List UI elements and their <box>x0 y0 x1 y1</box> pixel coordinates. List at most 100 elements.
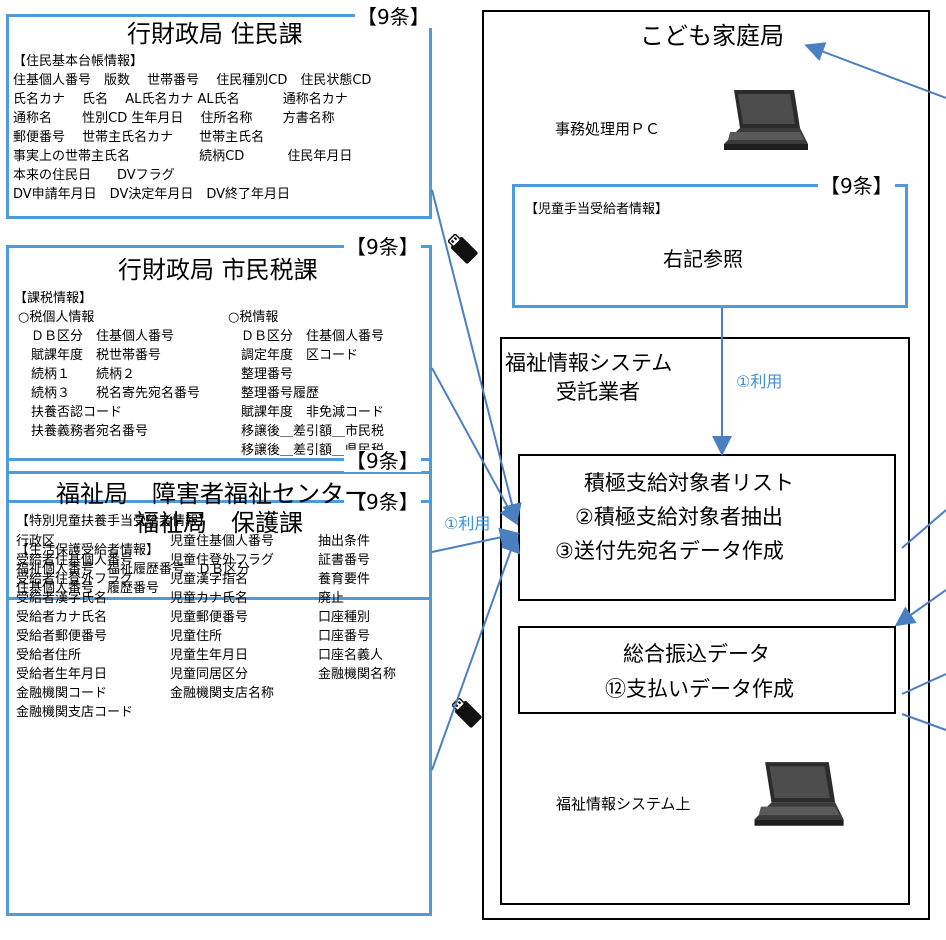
field-line: 扶養否認コード <box>18 405 123 420</box>
kodomo-bureau-title: こども家庭局 <box>640 22 784 50</box>
field-line: ＤＢ区分 住基個人番号 <box>228 329 385 344</box>
article-tag: 【9条】 <box>355 5 432 29</box>
field-line: 口座番号 <box>318 629 371 644</box>
field-line: 扶養義務者宛名番号 <box>18 424 149 439</box>
arrow-transfer-to-right-2 <box>901 713 946 731</box>
disability-center-title: 福祉局 障害者福祉センター <box>56 480 368 508</box>
welfare-system-title-line1: 福祉情報システム <box>505 351 673 375</box>
field-line: 本来の住民日 DVフラグ <box>13 168 175 183</box>
field-line: 通称名 性別CD 生年月日 住所名称 方書名称 <box>13 111 335 126</box>
field-line: 児童生年月日 <box>170 648 249 663</box>
field-line: 氏名カナ 氏名 AL氏名カナ AL氏名 通称名カナ <box>13 92 348 107</box>
disability-section-heading: 【特別児童扶養手当受給者情報】 <box>16 514 212 529</box>
welfare-division-title: 福祉局 保護課 <box>135 509 303 537</box>
field-line: 児童住基個人番号 <box>170 534 275 549</box>
field-line: 抽出条件 <box>318 534 371 549</box>
welfare-fields: 福祉個人番号 福祉履歴番号 ＤＢ区分 住基個人番号 履歴番号 <box>16 560 250 598</box>
resident-fields: 住基個人番号 版数 世帯番号 住民種別CD 住民状態CD 氏名カナ 氏名 AL氏… <box>13 71 371 204</box>
transfer-data-title: 総合振込データ <box>623 642 770 666</box>
active-payment-list-box <box>518 454 896 601</box>
field-line: 児童住所 <box>170 629 223 644</box>
field-line: 証書番号 <box>318 553 371 568</box>
arrow-list-to-right <box>901 509 946 549</box>
field-line: 続柄３ 税名寄先宛名番号 <box>18 386 201 401</box>
laptop-icon <box>750 760 846 834</box>
field-line: 賦課年度 税世帯番号 <box>18 348 162 363</box>
tax-division-box <box>6 245 432 474</box>
arrow-right-to-kodomo <box>804 42 946 99</box>
field-line: 続柄１ 続柄２ <box>18 367 136 382</box>
field-line: 事実上の世帯主氏名 続柄CD 住民年月日 <box>13 149 353 164</box>
child-allowance-box <box>512 184 908 308</box>
field-line: 受給者生年月日 <box>16 667 108 682</box>
resident-division-box <box>6 14 432 219</box>
field-line: 行政区 <box>16 534 56 549</box>
kodomo-bureau-outer <box>482 10 930 920</box>
article-tag: 【9条】 <box>344 449 421 473</box>
child-allowance-body: 右記参照 <box>663 247 743 271</box>
field-line: 住基個人番号 版数 世帯番号 住民種別CD 住民状態CD <box>13 73 372 88</box>
resident-section-heading: 【住民基本台帳情報】 <box>13 54 144 69</box>
usage-label: ①利用 <box>444 514 491 533</box>
field-line: 廃止 <box>318 591 345 606</box>
arrow-tax-to-system <box>431 367 518 526</box>
field-line: 郵便番号 世帯主氏名カナ 世帯主氏名 <box>13 130 265 145</box>
field-line: 児童カナ氏名 <box>170 591 249 606</box>
tax-division-title: 行財政局 市民税課 <box>118 256 318 284</box>
field-line: 口座種別 <box>318 610 371 625</box>
usage-label: ①利用 <box>736 372 783 391</box>
transfer-data-step: ⑫支払いデータ作成 <box>605 677 794 701</box>
transfer-data-box <box>518 626 896 714</box>
field-line: 整理番号履歴 <box>228 386 320 401</box>
disability-welfare-center-frame-box-visible <box>6 458 432 916</box>
field-line: 金融機関名称 <box>318 667 397 682</box>
arrow-resident-to-system <box>431 189 522 524</box>
field-line: 金融機関支店名称 <box>170 686 275 701</box>
welfare-system-title-line2: 受託業者 <box>556 380 640 404</box>
field-line: 受給者住基個人番号 <box>16 553 134 568</box>
field-line: 養育要件 <box>318 572 371 587</box>
field-line: 児童住登外フラグ <box>170 553 275 568</box>
field-line: DV申請年月日 DV決定年月日 DV終了年月日 <box>13 187 291 202</box>
arrow-transfer-to-right-1 <box>901 673 946 695</box>
laptop-icon <box>720 88 810 158</box>
field-line: 受給者郵便番号 <box>16 629 108 644</box>
field-line: ○税個人情報 <box>18 310 95 325</box>
article-tag: 【9条】 <box>344 490 421 514</box>
field-line: 受給者住所 <box>16 648 82 663</box>
field-line: 賦課年度 非免減コード <box>228 405 385 420</box>
arrow-welfare-to-system <box>431 527 520 553</box>
field-line: 福祉個人番号 福祉履歴番号 ＤＢ区分 <box>16 562 251 577</box>
resident-division-title: 行財政局 住民課 <box>127 20 303 48</box>
field-line: 児童郵便番号 <box>170 610 249 625</box>
usb-drive-icon <box>446 232 482 272</box>
tax-left-fields: ○税個人情報 ＤＢ区分 住基個人番号 賦課年度 税世帯番号 続柄１ 続柄２ 続柄… <box>18 308 200 441</box>
field-line: 金融機関コード <box>16 686 108 701</box>
kodomo-pc-label: 事務処理用ＰＣ <box>555 120 661 138</box>
disability-col2: 児童住基個人番号 児童住登外フラグ 児童漢字指名 児童カナ氏名 児童郵便番号 児… <box>170 532 274 703</box>
welfare-section-heading: 【生活保護受給者情報】 <box>16 543 160 558</box>
active-payment-list-step3: ③送付先宛名データ作成 <box>555 539 784 563</box>
field-line: 整理番号 <box>228 367 294 382</box>
field-line: 金融機関支店コード <box>16 705 134 720</box>
field-line: ＤＢ区分 住基個人番号 <box>18 329 175 344</box>
field-line: 児童漢字指名 <box>170 572 249 587</box>
field-line: 住基個人番号 履歴番号 <box>16 581 160 596</box>
field-line: 受給者漢字氏名 <box>16 591 108 606</box>
active-payment-list-title: 積極支給対象者リスト <box>584 471 794 495</box>
field-line: 調定年度 区コード <box>228 348 359 363</box>
arrow-disability-to-system <box>431 532 521 771</box>
disability-col3: 抽出条件 証書番号 養育要件 廃止 口座種別 口座番号 口座名義人 金融機関名称 <box>318 532 396 684</box>
arrow-right-to-transfer <box>894 589 946 627</box>
disability-col1: 行政区 受給者住基個人番号 受給者住登外フラグ 受給者漢字氏名 受給者カナ氏名 … <box>16 532 133 722</box>
welfare-system-pc-label: 福祉情報システム上 <box>556 795 691 813</box>
field-line: ○税情報 <box>228 310 279 325</box>
field-line: 口座名義人 <box>318 648 384 663</box>
field-line: 児童同居区分 <box>170 667 249 682</box>
field-line: 受給者住登外フラグ <box>16 572 134 587</box>
active-payment-list-step2: ②積極支給対象者抽出 <box>575 505 783 529</box>
field-line: 移譲後＿差引額＿市民税 <box>228 424 385 439</box>
article-tag: 【9条】 <box>344 235 421 259</box>
child-allowance-section: 【児童手当受給者情報】 <box>525 202 669 217</box>
